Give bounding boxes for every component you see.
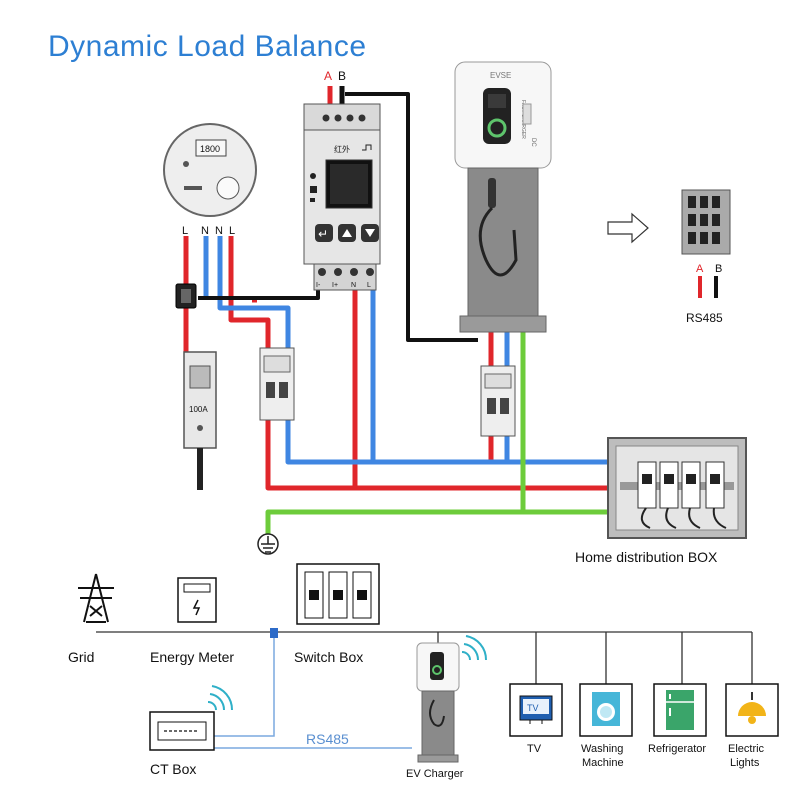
terminal-b-label: B — [338, 69, 346, 83]
home-box-label: Home distribution BOX — [575, 549, 718, 565]
grid-tower-icon — [78, 573, 114, 623]
tv-appliance: TV TV — [509, 683, 563, 755]
meter-input-label-3: N — [215, 225, 223, 237]
neutral-wire-3 — [285, 420, 608, 465]
appliance-drops — [535, 632, 753, 684]
rs485-a-label: A — [696, 263, 704, 275]
ground-symbol — [257, 533, 279, 555]
earth-wire — [520, 330, 608, 515]
grid-label: Grid — [68, 649, 94, 665]
energy-meter-label: Energy Meter — [150, 649, 234, 665]
refrigerator-appliance: Refrigerator — [648, 683, 707, 755]
ct-line — [214, 632, 275, 737]
energy-meter-cn-label: 红外 — [334, 144, 350, 154]
main-breaker: 100A — [183, 351, 217, 490]
wires — [183, 86, 608, 534]
evse-side-code: DC — [530, 138, 536, 147]
earth-wire-to-ground — [265, 509, 523, 534]
switch-box-label: Switch Box — [294, 649, 363, 665]
appliance-label-washing-2: Machine — [582, 757, 624, 769]
light-bulb-icon — [738, 692, 766, 724]
sub-breaker — [259, 347, 295, 421]
rs485-line-label: RS485 — [306, 731, 349, 747]
diagram-title: Dynamic Load Balance — [48, 30, 367, 63]
appliance-label-lights-1: Electric — [728, 743, 765, 755]
meter-input-label-4: L — [229, 225, 235, 237]
round-meter-display: 1800 — [200, 144, 220, 154]
live-wire-to-breaker — [228, 236, 271, 350]
emeter-terminal-1: I- — [316, 282, 321, 289]
emeter-terminal-3: N — [351, 282, 356, 289]
tv-icon-text: TV — [527, 703, 539, 713]
terminal-a-label: A — [324, 69, 332, 83]
energy-meter-icon — [177, 577, 217, 623]
live-wire-loop — [265, 420, 608, 491]
meter-input-label-2: N — [201, 225, 209, 237]
evse-breaker — [480, 365, 516, 437]
appliance-label-washing-1: Washing — [581, 743, 623, 755]
din-energy-meter: 红外 ↵ I- I+ N L — [303, 103, 381, 291]
arrow-right-icon — [607, 212, 649, 244]
ev-charger-wifi-icon — [461, 635, 488, 661]
ct-box-icon — [149, 711, 215, 751]
appliance-label-refrigerator: Refrigerator — [648, 743, 706, 755]
home-distribution-box — [607, 437, 747, 539]
washing-machine-appliance: Washing Machine — [579, 683, 633, 769]
rs485-detail: A B RS485 — [607, 189, 731, 325]
meter-button-enter[interactable] — [315, 224, 333, 242]
breaker-rating-label: 100A — [189, 405, 208, 414]
rs485-to-evse-wire — [345, 92, 478, 342]
appliance-label-tv: TV — [527, 743, 542, 755]
ct-signal-wire — [198, 276, 320, 300]
ev-charger-icon — [416, 642, 460, 763]
meter-input-labels: L N N L — [182, 225, 235, 237]
lights-appliance: Electric Lights — [725, 683, 779, 769]
appliance-label-lights-2: Lights — [730, 757, 760, 769]
rs485-caption: RS485 — [686, 311, 723, 325]
ct-box-wifi-icon — [207, 685, 234, 711]
ct-box-label: CT Box — [150, 761, 196, 777]
round-meter: 1800 — [163, 123, 257, 217]
ev-charger-label: EV Charger — [406, 768, 464, 780]
emeter-terminal-4: L — [367, 282, 371, 289]
emeter-terminal-2: I+ — [332, 282, 338, 289]
evse-brand-label: EVSE — [490, 71, 511, 80]
meter-input-label-1: L — [182, 225, 188, 237]
switch-box-icon — [296, 563, 380, 625]
svg-text:↵: ↵ — [318, 227, 328, 241]
rs485-b-label: B — [715, 263, 722, 275]
neutral-wire-2 — [217, 236, 291, 350]
evse-charger: EVSE FAST CHARGER DC — [454, 61, 552, 333]
